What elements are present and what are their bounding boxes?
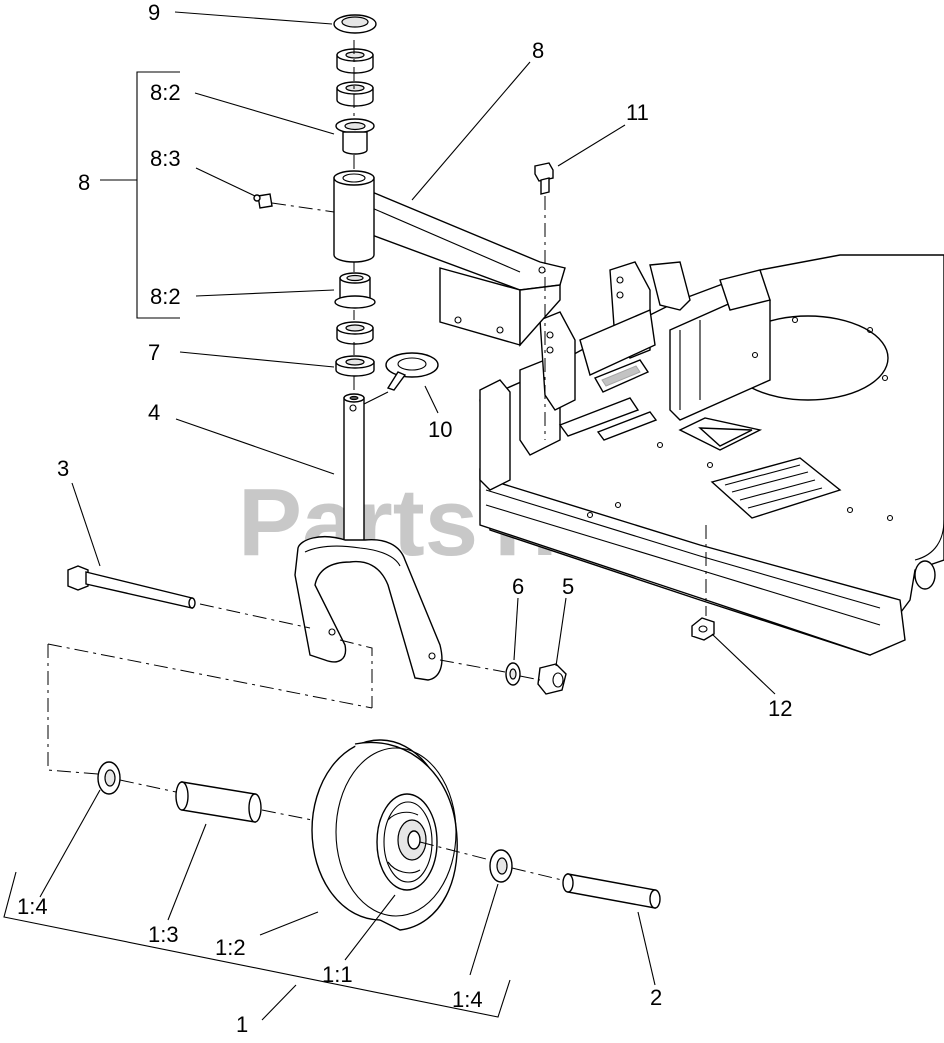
callout-8-2-bottom: 8:2 — [150, 284, 181, 309]
callout-7: 7 — [148, 340, 160, 365]
assembly-lines — [47, 40, 707, 881]
callout-12: 12 — [768, 696, 792, 721]
callout-10: 10 — [428, 417, 452, 442]
callout-11: 11 — [626, 100, 649, 125]
caster-arm — [333, 170, 566, 347]
callout-1: 1 — [236, 1012, 248, 1037]
grease-fitting — [253, 193, 273, 209]
callout-labels: 9 8 8 8:2 8:3 8:2 7 10 4 11 3 6 5 12 1:4… — [17, 0, 792, 1037]
callout-8-bracket: 8 — [78, 170, 90, 195]
washer-nut — [505, 662, 567, 695]
bushing-stack — [333, 14, 377, 377]
callout-8-2-top: 8:2 — [150, 80, 181, 105]
mower-deck — [479, 254, 944, 656]
callout-8-3: 8:3 — [150, 146, 181, 171]
axle-bolt — [67, 565, 196, 609]
lynch-pin — [385, 352, 439, 391]
callout-9: 9 — [148, 0, 160, 25]
callout-3: 3 — [57, 456, 69, 481]
wheel-assembly — [97, 739, 661, 931]
callout-1-4-right: 1:4 — [452, 987, 483, 1012]
callout-4: 4 — [148, 400, 160, 425]
callout-1-2: 1:2 — [215, 935, 246, 960]
leader-lines — [3, 11, 776, 1021]
deck-bolt-nut — [534, 162, 715, 641]
callout-5: 5 — [562, 574, 574, 599]
callout-1-3: 1:3 — [148, 922, 179, 947]
callout-1-1: 1:1 — [322, 962, 353, 987]
callout-1-4-left: 1:4 — [17, 894, 48, 919]
callout-2: 2 — [650, 985, 662, 1010]
callout-6: 6 — [512, 574, 524, 599]
caster-fork — [294, 393, 443, 681]
callout-8-arm: 8 — [532, 38, 544, 63]
